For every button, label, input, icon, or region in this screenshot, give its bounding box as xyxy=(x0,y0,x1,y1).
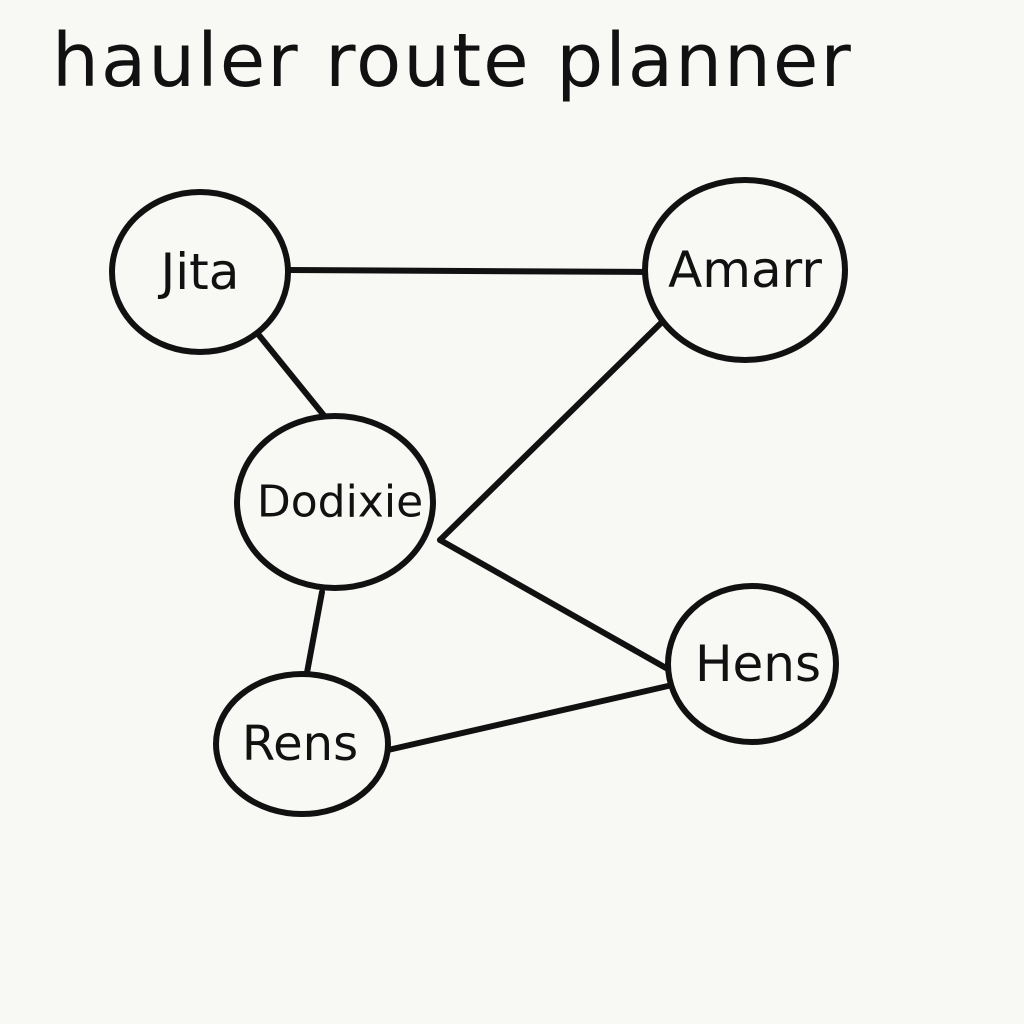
diagram-title: hauler route planner xyxy=(52,18,853,104)
edge-jita-dodixie xyxy=(255,331,329,421)
edge-dodixie-hens xyxy=(437,537,669,671)
node-label-jita: Jita xyxy=(158,243,240,301)
node-jita: Jita xyxy=(109,189,291,355)
node-label-hens: Hens xyxy=(695,635,821,693)
node-rens: Rens xyxy=(213,671,391,817)
node-dodixie: Dodixie xyxy=(234,413,436,591)
edge-dodixie-rens xyxy=(303,589,325,681)
node-label-dodixie: Dodixie xyxy=(257,477,423,528)
edge-amarr-dodixie xyxy=(437,319,665,543)
edge-rens-hens xyxy=(385,683,671,753)
edge-jita-amarr xyxy=(285,267,651,275)
node-label-rens: Rens xyxy=(242,716,358,772)
node-amarr: Amarr xyxy=(642,177,848,363)
node-label-amarr: Amarr xyxy=(668,241,822,299)
node-hens: Hens xyxy=(665,583,839,745)
